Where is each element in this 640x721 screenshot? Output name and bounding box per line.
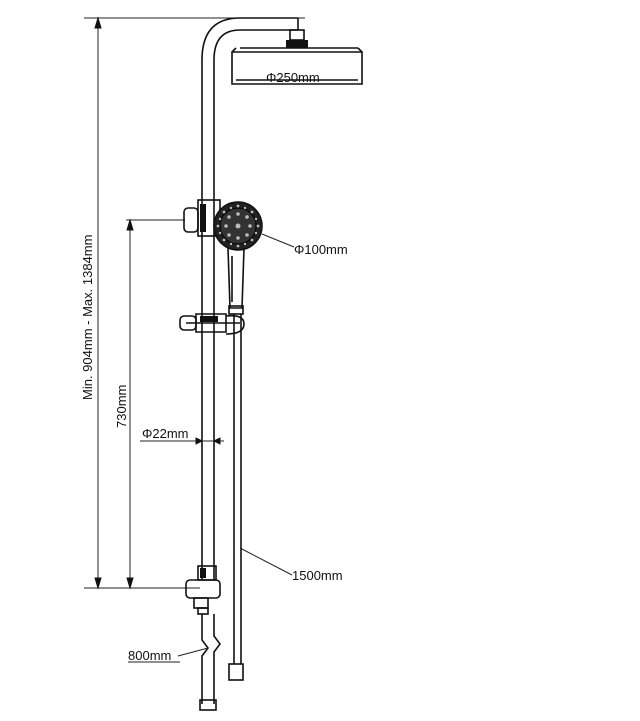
bracket-height-label: 730mm bbox=[114, 385, 129, 428]
slide-holder bbox=[179, 313, 245, 335]
diverter-valve bbox=[185, 565, 221, 615]
riser-pipe bbox=[201, 17, 299, 580]
head-diameter-label: Φ250mm bbox=[266, 70, 320, 85]
hand-shower bbox=[213, 201, 295, 315]
shower-hose bbox=[228, 314, 293, 681]
overhead-shower-head bbox=[231, 29, 363, 85]
hose-length-label: 1500mm bbox=[292, 568, 343, 583]
overall-height-label: Min. 904mm - Max. 1384mm bbox=[80, 235, 95, 400]
lower-inlet-pipe bbox=[177, 614, 221, 711]
overall-height-dimension bbox=[84, 16, 305, 590]
pipe-diameter-label: Φ22mm bbox=[142, 426, 189, 441]
lower-pipe-length-label: 800mm bbox=[128, 648, 171, 663]
bracket-height-dimension bbox=[126, 218, 185, 590]
pipe-diameter-dimension bbox=[140, 437, 224, 445]
handset-diameter-label: Φ100mm bbox=[294, 242, 348, 257]
